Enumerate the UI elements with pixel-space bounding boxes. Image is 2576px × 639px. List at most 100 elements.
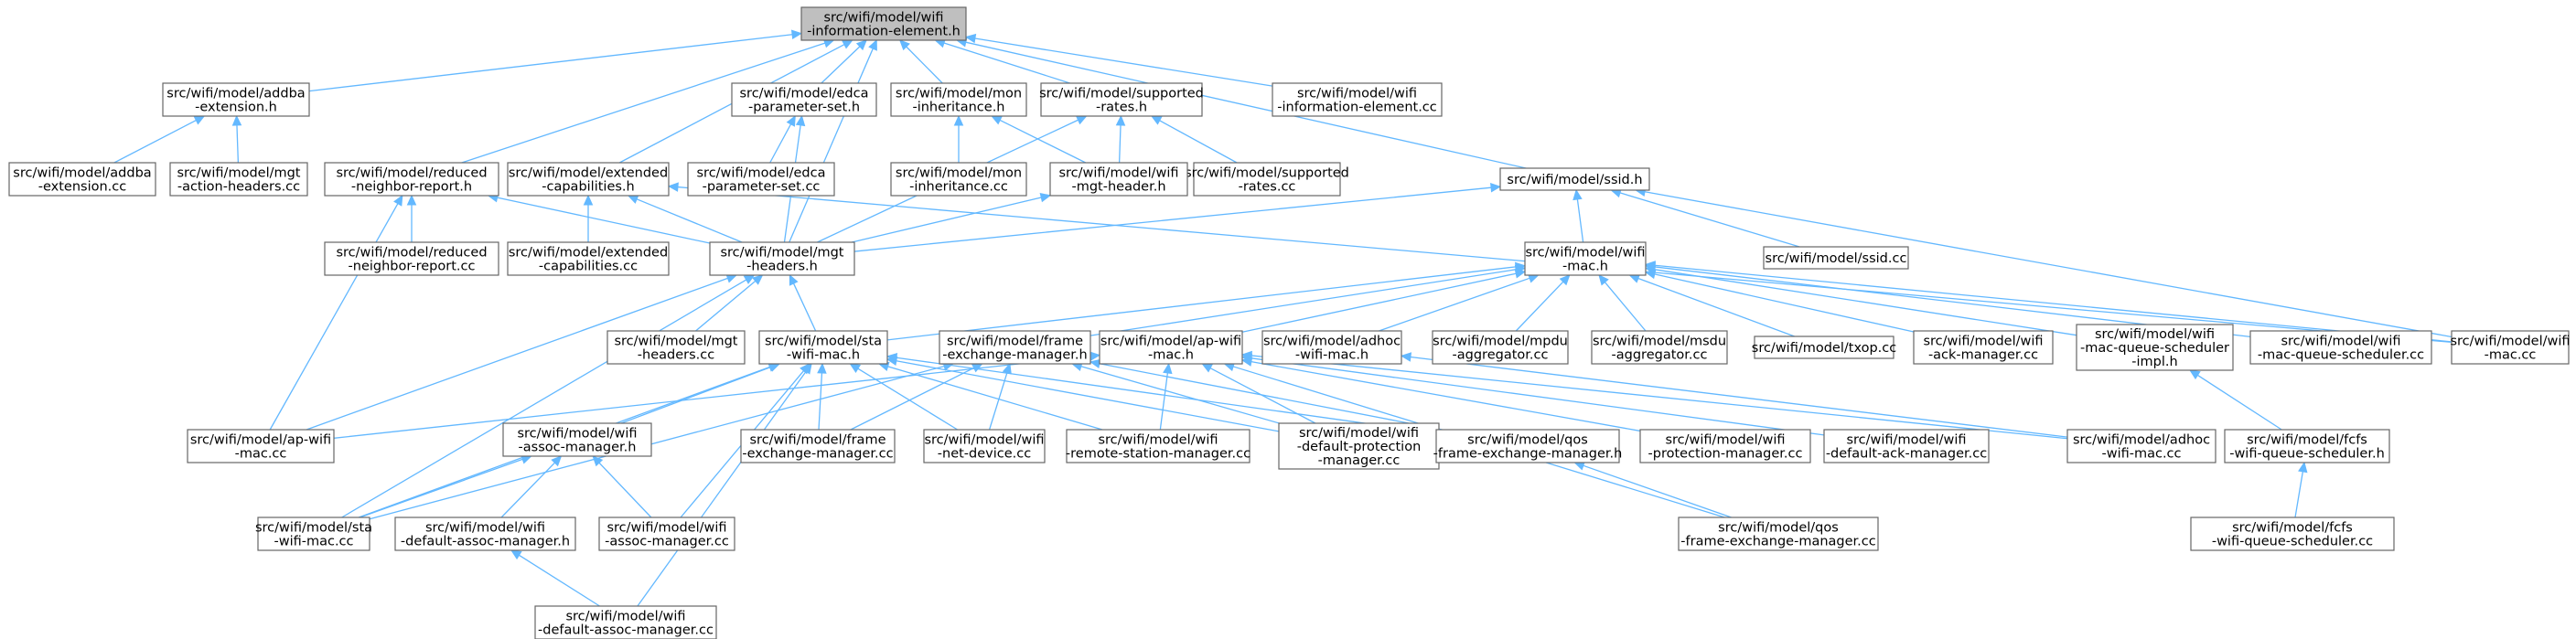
file-node[interactable]: src/wifi/model/ap-wifi-mac.cc [187, 429, 335, 463]
file-node[interactable]: src/wifi/model/wifi-default-protection-m… [1278, 422, 1440, 470]
file-node[interactable]: src/wifi/model/wifi-default-ack-manager.… [1823, 429, 1990, 463]
file-node-box [740, 429, 896, 463]
file-node[interactable]: src/wifi/model/adhoc-wifi-mac.cc [2066, 429, 2216, 463]
dependency-edge [906, 46, 943, 84]
file-node[interactable]: src/wifi/model/wifi-net-device.cc [923, 429, 1046, 463]
file-node-label: src/wifi/model/addba [166, 87, 305, 101]
file-node-label: src/wifi/model/wifi [1297, 87, 1417, 101]
file-node[interactable]: src/wifi/model/wifi-information-element.… [1272, 82, 1443, 117]
file-node[interactable]: src/wifi/model/addba-extension.cc [8, 162, 156, 197]
file-node[interactable]: src/wifi/model/wifi-assoc-manager.cc [598, 517, 735, 551]
arrow-head-icon [1163, 362, 1173, 375]
dependency-edge [1089, 269, 1517, 336]
file-node[interactable]: src/wifi/model/wifi-ack-manager.cc [1913, 330, 2054, 365]
file-node[interactable]: src/wifi/model/addba-extension.h [162, 82, 310, 117]
file-node[interactable]: src/wifi/model/frame-exchange-manager.h [939, 330, 1091, 365]
file-node-label: src/wifi/model/mon [896, 87, 1022, 101]
file-node-label: src/wifi/model/extended [509, 246, 668, 261]
file-node-box [8, 162, 156, 197]
file-node-label: src/wifi/model/fcfs [2247, 433, 2367, 448]
file-node[interactable]: src/wifi/model/supported-rates.cc [1185, 162, 1349, 197]
file-node[interactable]: src/wifi/model/mgt-action-headers.cc [169, 162, 308, 197]
file-node-label: src/wifi/model/wifi [823, 11, 943, 26]
file-node[interactable]: src/wifi/model/edca-parameter-set.cc [687, 162, 835, 197]
file-node[interactable]: src/wifi/model/mon-inheritance.cc [890, 162, 1027, 197]
file-node-label: -default-ack-manager.cc [1826, 447, 1987, 462]
root-file-node[interactable]: src/wifi/model/wifi-information-element.… [800, 6, 967, 41]
file-node-label: -parameter-set.h [748, 101, 860, 115]
file-node[interactable]: src/wifi/model/qos-frame-exchange-manage… [1433, 429, 1623, 463]
file-node[interactable]: src/wifi/model/ssid.cc [1763, 246, 1909, 270]
dependency-edge [896, 360, 1280, 432]
file-nodes: src/wifi/model/wifi-information-element.… [8, 6, 2571, 639]
file-node[interactable]: src/wifi/model/sta-wifi-mac.h [758, 330, 888, 365]
file-node-box [169, 162, 308, 197]
file-node[interactable]: src/wifi/model/wifi-mac.cc [2450, 330, 2571, 365]
file-node[interactable]: src/wifi/model/frame-exchange-manager.cc [740, 429, 896, 463]
file-node[interactable]: src/wifi/model/msdu-aggregator.cc [1591, 330, 1728, 365]
arrow-head-icon [752, 274, 764, 285]
file-node-label: -extension.cc [38, 180, 127, 195]
file-node[interactable]: src/wifi/model/mon-inheritance.h [890, 82, 1027, 117]
arrow-head-icon [583, 194, 594, 206]
file-node[interactable]: src/wifi/model/extended-capabilities.h [507, 162, 670, 197]
file-node-label: src/wifi/model/frame [947, 335, 1083, 349]
file-node-label: src/wifi/model/reduced [336, 166, 487, 181]
file-node[interactable]: src/wifi/model/wifi-mac-queue-scheduler-… [2076, 324, 2234, 371]
file-node[interactable]: src/wifi/model/wifi-protection-manager.c… [1639, 429, 1811, 463]
file-node[interactable]: src/wifi/model/ap-wifi-mac.h [1099, 330, 1243, 365]
arrow-head-icon [627, 195, 639, 204]
dependency-edge [1654, 269, 2077, 336]
file-node[interactable]: src/wifi/model/sta-wifi-mac.cc [255, 517, 372, 551]
arrow-head-icon [786, 114, 796, 127]
file-node[interactable]: src/wifi/model/supported-rates.h [1039, 82, 1204, 117]
file-node[interactable]: src/wifi/model/adhoc-wifi-mac.h [1261, 330, 1402, 365]
dependency-edge [1250, 361, 1641, 432]
arrow-head-icon [667, 182, 679, 192]
file-node-box [758, 330, 888, 365]
arrow-head-icon [1002, 362, 1012, 375]
file-node-box [923, 429, 1046, 463]
file-node-label: src/wifi/model/msdu [1593, 335, 1726, 349]
file-node[interactable]: src/wifi/model/qos-frame-exchange-manage… [1678, 517, 1879, 551]
file-node[interactable]: src/wifi/model/wifi-mgt-header.h [1049, 162, 1188, 197]
file-node-label: src/wifi/model/edca [740, 87, 869, 101]
file-node[interactable]: src/wifi/model/wifi-assoc-manager.h [502, 422, 652, 457]
dependency-edge [269, 203, 399, 431]
file-node[interactable]: src/wifi/model/fcfs-wifi-queue-scheduler… [2224, 429, 2390, 463]
file-node[interactable]: src/wifi/model/wifi-default-assoc-manage… [394, 517, 576, 551]
file-node[interactable]: src/wifi/model/extended-capabilities.cc [507, 241, 670, 276]
file-node-label: src/wifi/model/mgt [720, 246, 843, 261]
file-node-label: src/wifi/model/ssid.cc [1766, 251, 1907, 266]
dependency-edge [887, 366, 1103, 431]
arrow-head-icon [898, 39, 910, 51]
file-node[interactable]: src/wifi/model/reduced-neighbor-report.h [324, 162, 499, 197]
file-node-box [502, 422, 652, 457]
file-node-label: -protection-manager.cc [1648, 447, 1803, 462]
file-node[interactable]: src/wifi/model/edca-parameter-set.h [731, 82, 877, 117]
file-node-label: src/wifi/model/wifi [2095, 327, 2215, 342]
file-node[interactable]: src/wifi/model/mpdu-aggregator.cc [1432, 330, 1569, 365]
file-node-box [394, 517, 576, 551]
arrow-head-icon [406, 194, 417, 206]
file-node[interactable]: src/wifi/model/mgt-headers.cc [606, 330, 746, 365]
file-node-label: -inheritance.h [912, 101, 1004, 115]
file-node[interactable]: src/wifi/model/fcfs-wifi-queue-scheduler… [2190, 517, 2395, 551]
dependency-edge [999, 119, 1087, 164]
file-node[interactable]: src/wifi/model/wifi-mac.h [1524, 241, 1647, 276]
file-node-box [2076, 324, 2234, 371]
file-node[interactable]: src/wifi/model/wifi-mac-queue-scheduler.… [2249, 330, 2432, 365]
file-node[interactable]: src/wifi/model/ssid.h [1499, 167, 1650, 191]
dependency-edge [695, 280, 757, 332]
file-node-label: -exchange-manager.h [942, 348, 1087, 363]
arrow-head-icon [1559, 274, 1571, 286]
file-node[interactable]: src/wifi/model/txop.cc [1752, 335, 1896, 359]
file-node[interactable]: src/wifi/model/mgt-headers.h [709, 241, 855, 276]
file-node[interactable]: src/wifi/model/wifi-remote-station-manag… [1066, 429, 1250, 463]
file-node-label: -parameter-set.cc [703, 180, 821, 195]
file-node-box [2249, 330, 2432, 365]
file-node[interactable]: src/wifi/model/wifi-default-assoc-manage… [534, 605, 717, 639]
file-node[interactable]: src/wifi/model/reduced-neighbor-report.c… [324, 241, 499, 276]
arrow-head-icon [991, 115, 1003, 125]
